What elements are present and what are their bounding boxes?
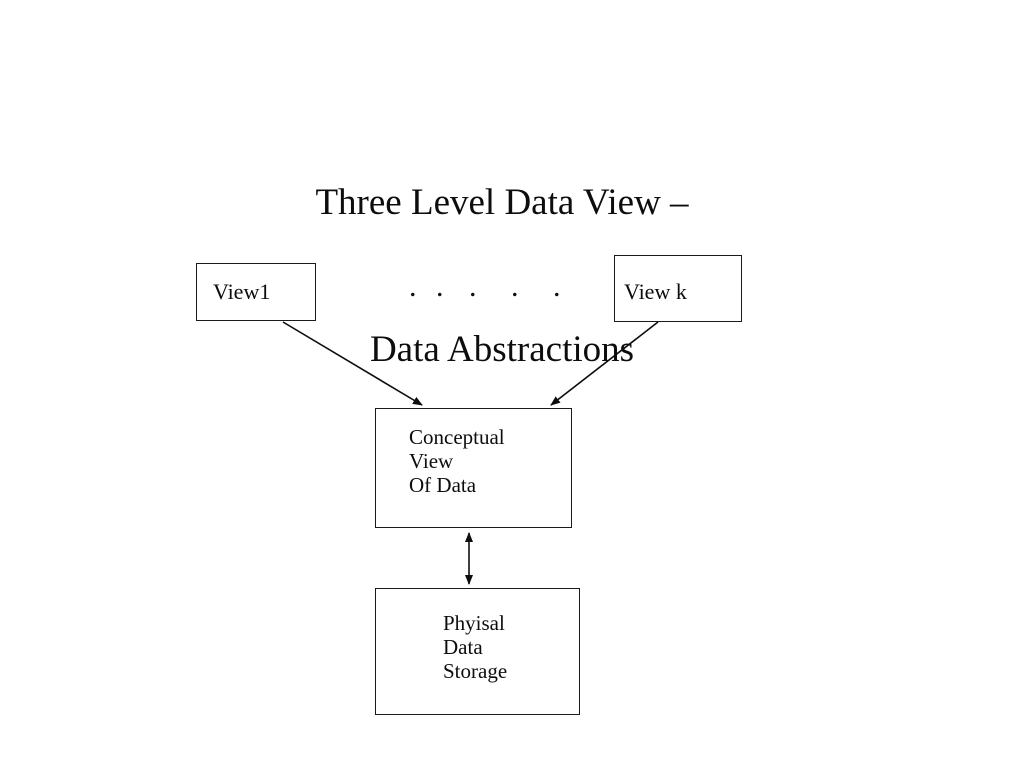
- box-physical-line1: Phyisal: [443, 611, 505, 635]
- box-view1-label: View1: [213, 279, 271, 304]
- ellipsis-dot: .: [469, 270, 477, 303]
- box-conceptual-line1: Conceptual: [409, 425, 505, 449]
- box-view1: View1: [196, 263, 316, 321]
- ellipsis-dot: .: [553, 270, 561, 303]
- box-conceptual-line3: Of Data: [409, 473, 477, 497]
- slide-title-line2: Data Abstractions: [369, 329, 635, 370]
- box-conceptual-line2: View: [409, 449, 454, 473]
- ellipsis-dot: .: [436, 270, 444, 303]
- slide-title-line1: Three Level Data View –: [315, 182, 689, 223]
- box-physical-line2: Data: [443, 635, 483, 659]
- ellipsis-dot: .: [409, 270, 417, 303]
- box-physical-line3: Storage: [443, 659, 508, 683]
- box-conceptual-view: Conceptual View Of Data: [375, 408, 572, 528]
- box-view-k: View k: [614, 255, 742, 322]
- ellipsis-dot: .: [511, 270, 519, 303]
- box-physical-storage: Phyisal Data Storage: [375, 588, 580, 715]
- box-view-k-label: View k: [624, 278, 687, 304]
